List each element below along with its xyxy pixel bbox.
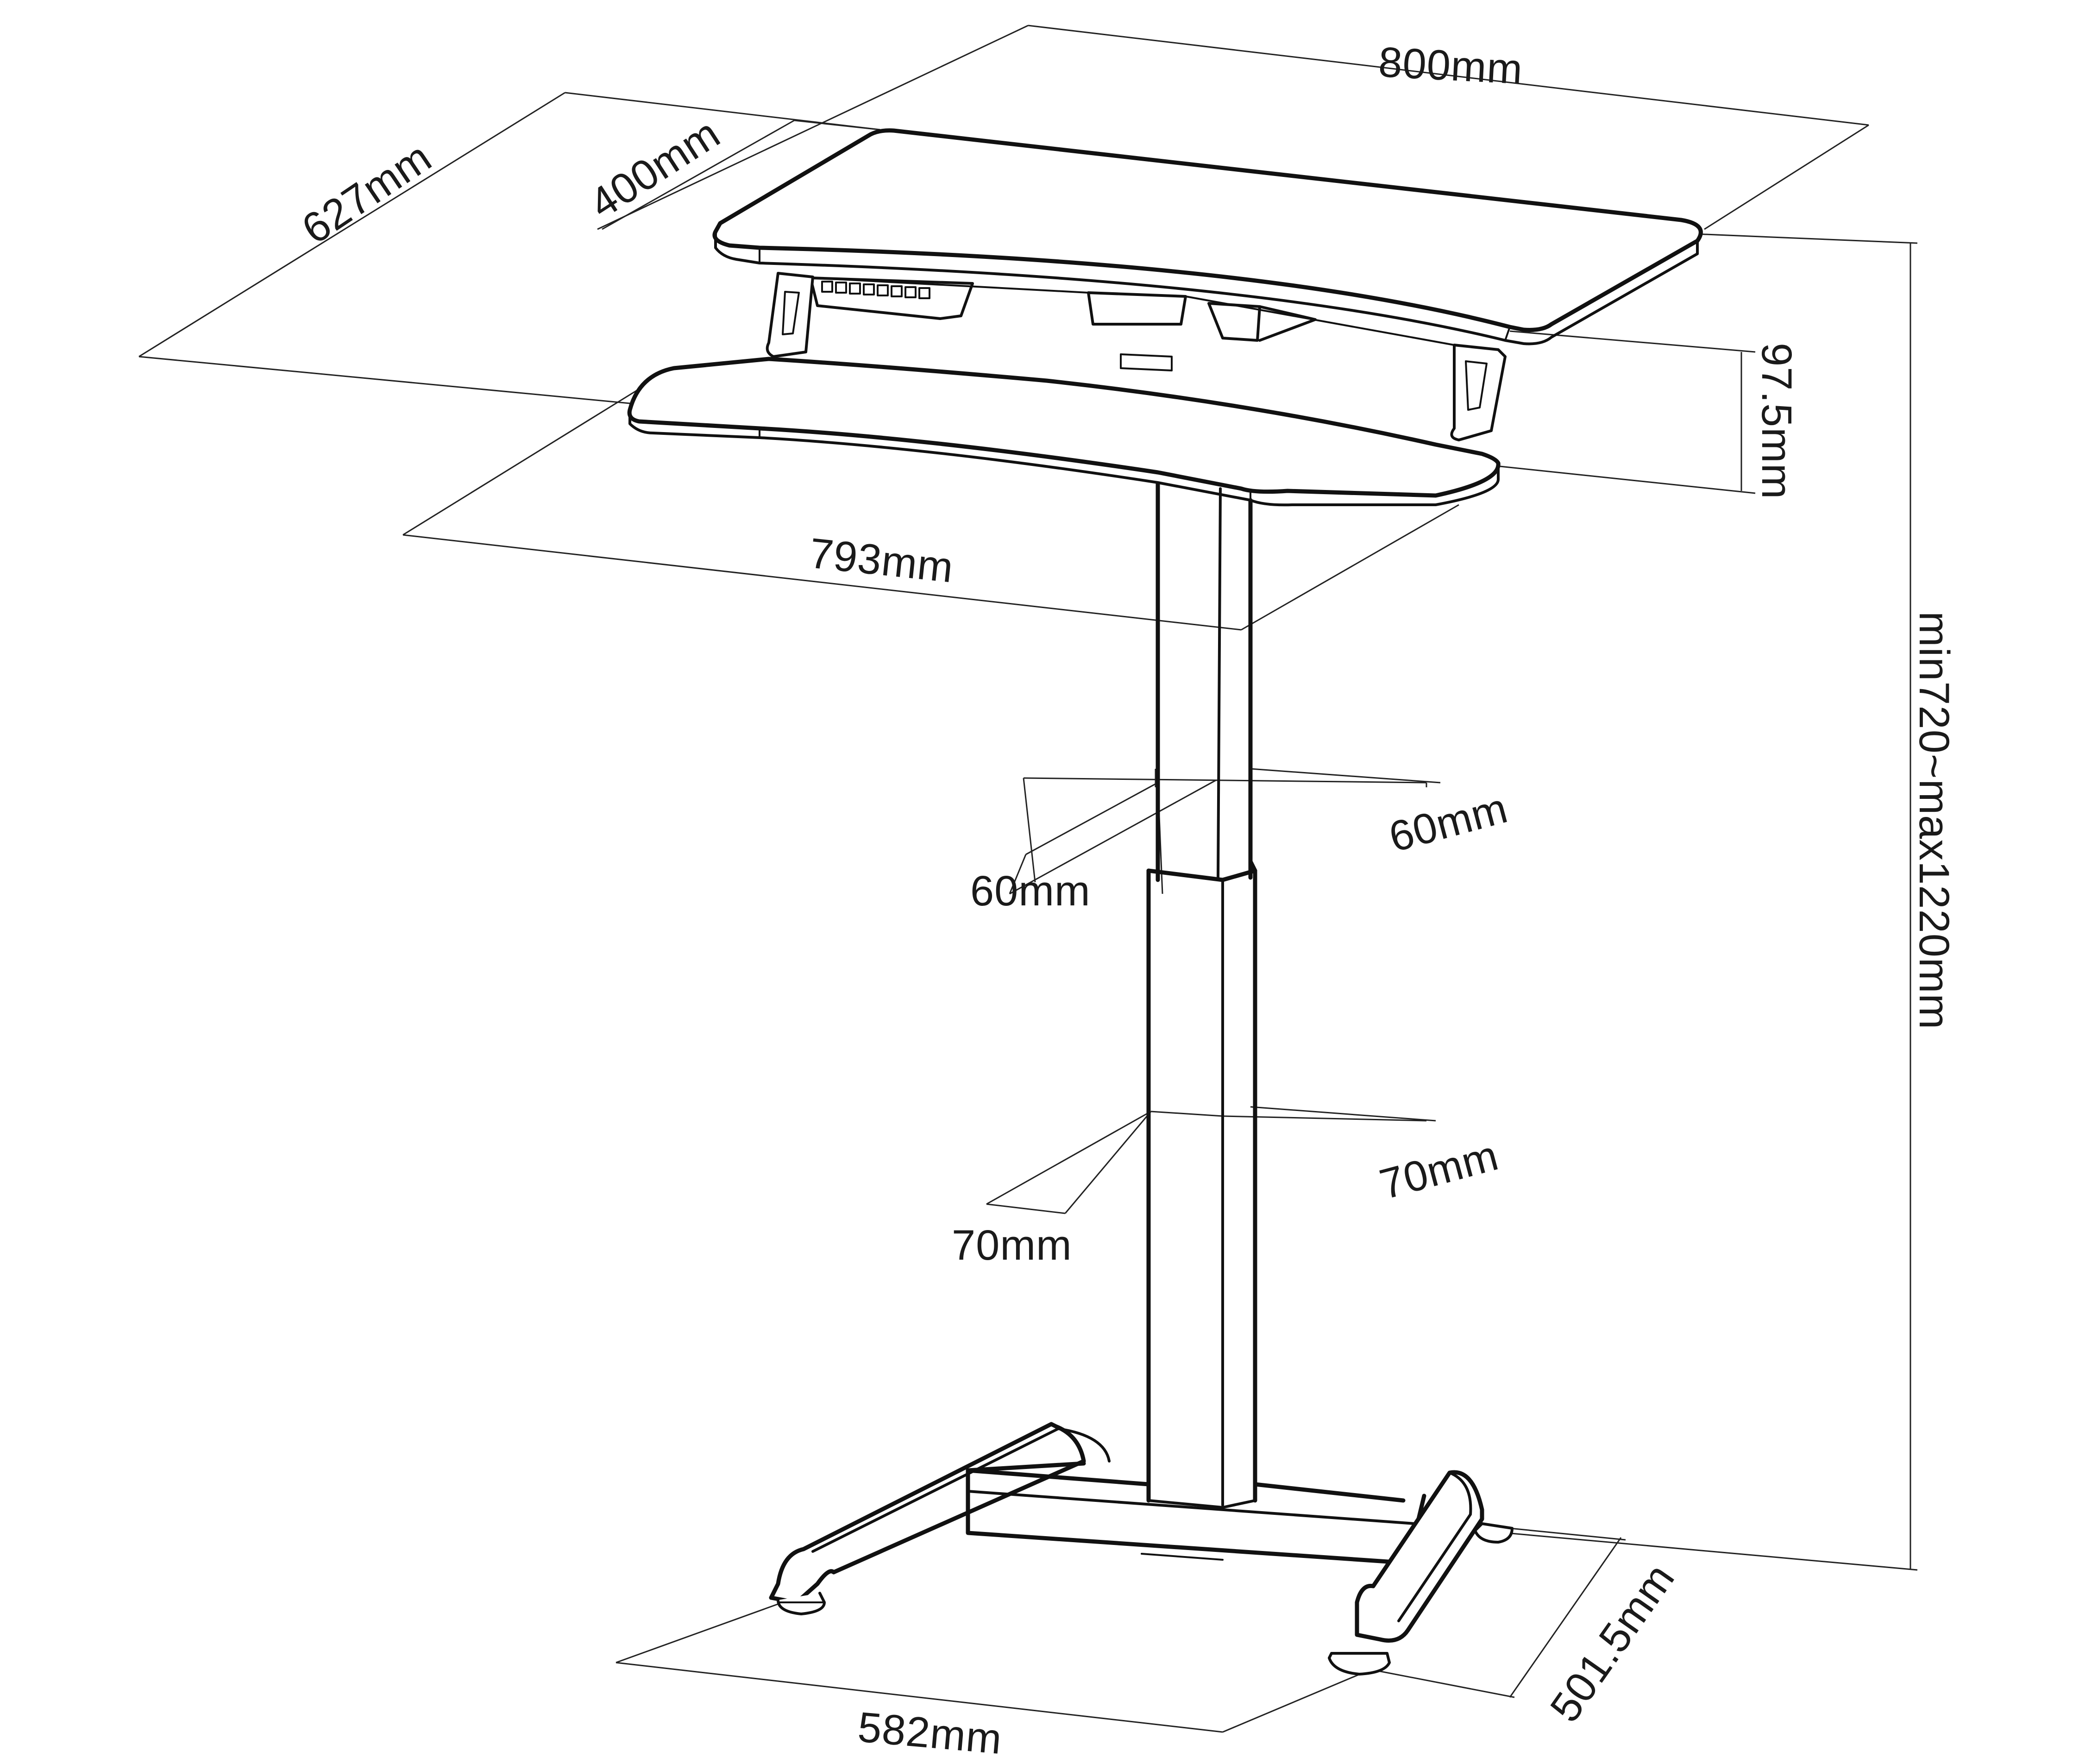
label-lower-column-depth: 70mm — [952, 1222, 1072, 1269]
label-top-depth: 400mm — [581, 109, 728, 227]
label-overall-depth: 627mm — [294, 133, 440, 253]
label-lower-column-width: 70mm — [1375, 1132, 1503, 1209]
label-top-width: 800mm — [1377, 38, 1524, 93]
dimension-lines — [138, 25, 1918, 1733]
support-brackets — [766, 272, 1507, 441]
label-keyboard-tray-width: 793mm — [807, 529, 956, 591]
desk-top — [712, 128, 1703, 345]
label-base-width: 582mm — [856, 1703, 1004, 1763]
column — [1146, 482, 1257, 1509]
dimension-labels: 800mm 627mm 400mm 97.5mm 793mm min720~ma… — [294, 38, 1958, 1763]
keyboard-tray — [627, 357, 1501, 507]
base — [769, 1422, 1514, 1676]
label-height-range: min720~max1220mm — [1910, 611, 1958, 1030]
label-tier-offset: 97.5mm — [1753, 343, 1800, 499]
label-upper-column-width: 60mm — [1384, 785, 1513, 861]
label-base-depth: 501.5mm — [1541, 1555, 1684, 1730]
control-panel — [809, 276, 974, 320]
label-upper-column-depth: 60mm — [970, 867, 1091, 915]
